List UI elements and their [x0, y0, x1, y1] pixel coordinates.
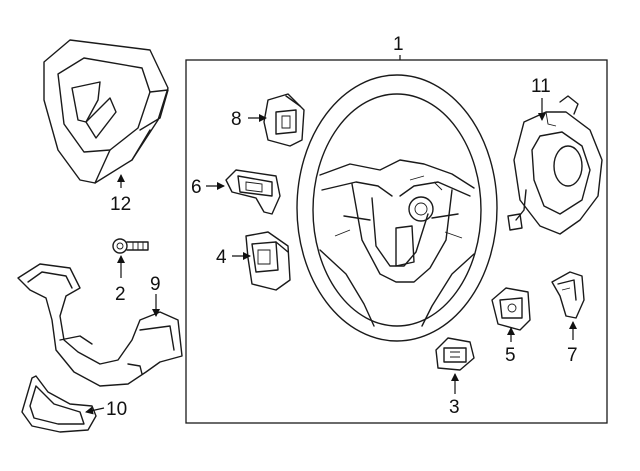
callout-7: 7 [567, 345, 578, 366]
right-switch[interactable] [491, 287, 531, 331]
callout-9: 9 [150, 274, 161, 295]
left-switch-housing[interactable] [245, 231, 291, 291]
assembly-frame [185, 59, 608, 424]
airbag-module[interactable] [43, 39, 169, 184]
callout-6: 6 [191, 177, 202, 198]
callout-8: 8 [231, 109, 242, 130]
steering-wheel[interactable] [296, 74, 498, 342]
bolt[interactable] [112, 238, 149, 254]
callout-5: 5 [505, 345, 516, 366]
callout-1: 1 [393, 34, 404, 55]
callout-2: 2 [115, 284, 126, 305]
leader-10 [85, 406, 105, 415]
callout-3: 3 [449, 397, 460, 418]
left-switch[interactable] [225, 169, 281, 215]
lower-trim-cover[interactable] [17, 263, 183, 387]
callout-10: 10 [106, 399, 127, 420]
callout-12: 12 [110, 194, 131, 215]
callout-4: 4 [216, 247, 227, 268]
right-paddle-switch[interactable] [551, 271, 585, 319]
callout-11: 11 [531, 76, 551, 97]
clockspring[interactable] [507, 95, 603, 235]
upper-switch[interactable] [263, 93, 305, 147]
lower-switch[interactable] [435, 337, 475, 371]
bezel[interactable] [21, 375, 97, 433]
